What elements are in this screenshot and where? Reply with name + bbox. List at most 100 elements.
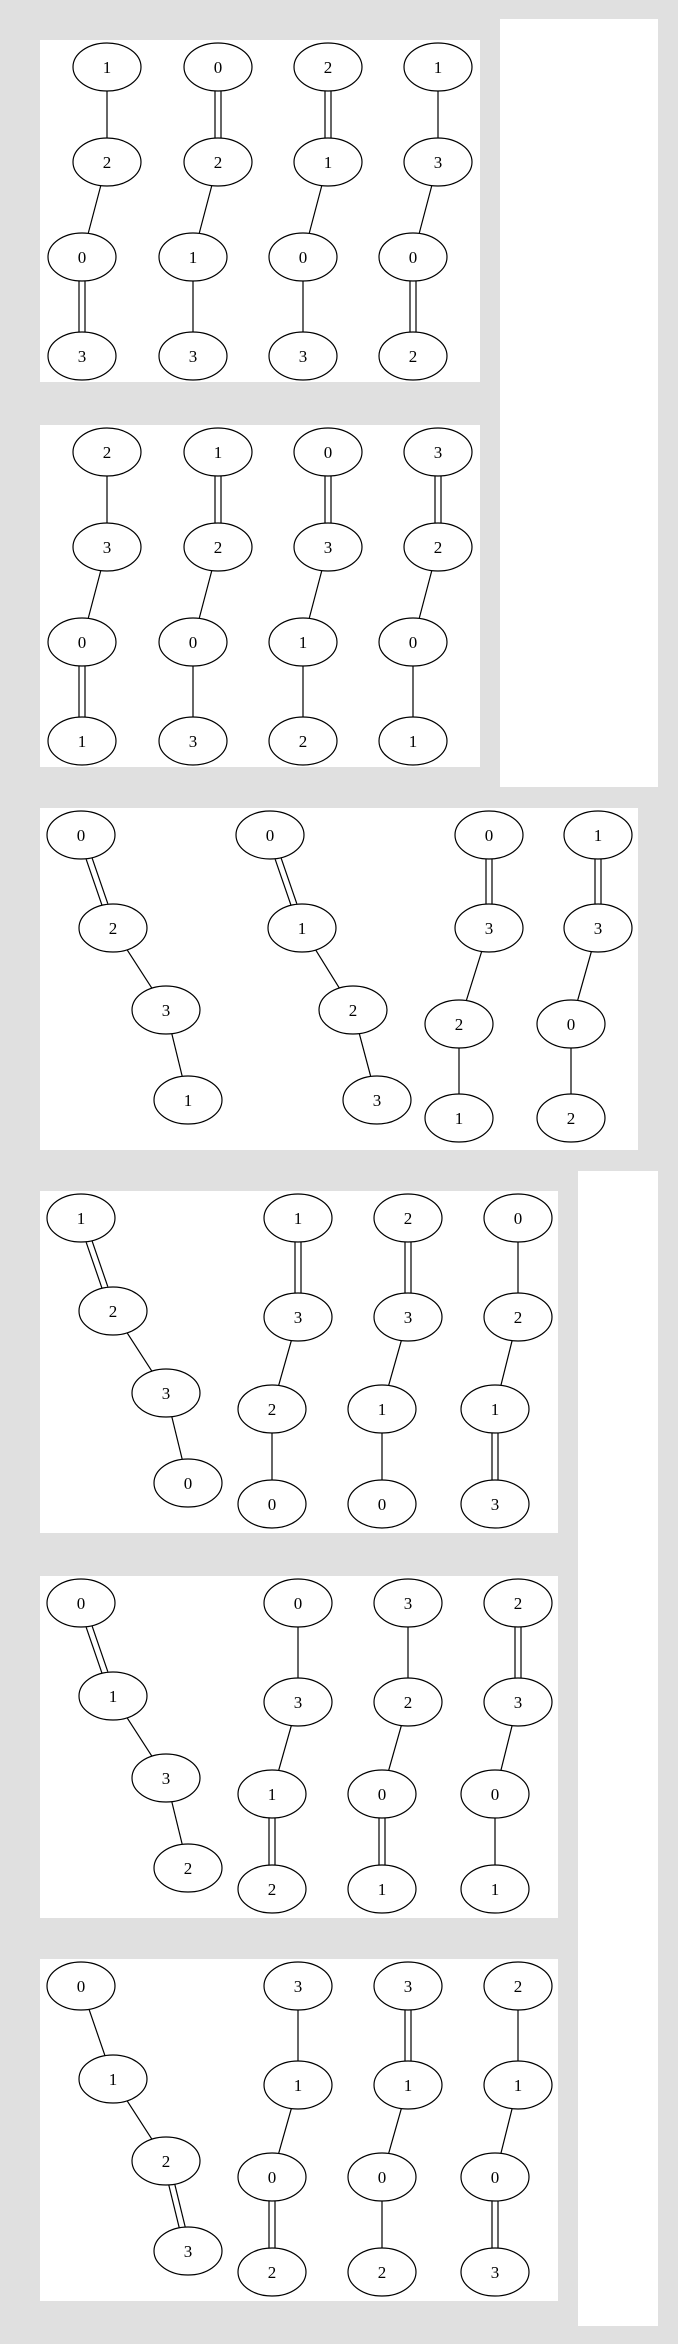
- panel-background: [40, 1959, 558, 2301]
- node-ellipse: [460, 1864, 530, 1914]
- node-label: 0: [485, 826, 494, 845]
- node-ellipse: [153, 2226, 223, 2276]
- node-ellipse: [483, 1193, 553, 1243]
- node-label: 0: [378, 1495, 387, 1514]
- panel-background: [40, 425, 480, 767]
- node-ellipse: [183, 522, 253, 572]
- node-ellipse: [373, 1677, 443, 1727]
- node-label: 2: [162, 2152, 171, 2171]
- node-ellipse: [78, 2054, 148, 2104]
- node-label: 1: [491, 1400, 500, 1419]
- node-label: 2: [109, 919, 118, 938]
- node-label: 2: [409, 347, 418, 366]
- node-label: 1: [78, 732, 87, 751]
- node-label: 1: [77, 1209, 86, 1228]
- node-label: 3: [434, 153, 443, 172]
- node-ellipse: [237, 1864, 307, 1914]
- node-ellipse: [46, 1578, 116, 1628]
- node-label: 1: [103, 58, 112, 77]
- edge-line: [278, 1340, 292, 1386]
- edge-line: [388, 1725, 402, 1771]
- node-label: 1: [214, 443, 223, 462]
- node-ellipse: [563, 810, 633, 860]
- node-label: 0: [409, 248, 418, 267]
- node-ellipse: [47, 716, 117, 766]
- node-ellipse: [263, 1578, 333, 1628]
- node-label: 0: [268, 1495, 277, 1514]
- panel-background: [40, 1191, 558, 1533]
- edge-line: [278, 1725, 292, 1771]
- edge-line: [171, 1801, 183, 1845]
- node-ellipse: [454, 903, 524, 953]
- node-label: 3: [404, 1594, 413, 1613]
- node-label: 0: [567, 1015, 576, 1034]
- node-ellipse: [72, 137, 142, 187]
- node-ellipse: [373, 2060, 443, 2110]
- node-ellipse: [342, 1075, 412, 1125]
- node-label: 3: [294, 1977, 303, 1996]
- node-ellipse: [183, 42, 253, 92]
- node-ellipse: [483, 1677, 553, 1727]
- node-ellipse: [268, 331, 338, 381]
- node-label: 3: [189, 347, 198, 366]
- node-ellipse: [460, 2152, 530, 2202]
- node-label: 0: [77, 1977, 86, 1996]
- node-label: 3: [434, 443, 443, 462]
- node-ellipse: [460, 1769, 530, 1819]
- node-ellipse: [536, 1093, 606, 1143]
- node-label: 1: [378, 1400, 387, 1419]
- node-label: 3: [78, 347, 87, 366]
- node-label: 2: [514, 1308, 523, 1327]
- edge-line: [577, 951, 592, 1001]
- node-label: 1: [109, 2070, 118, 2089]
- node-label: 2: [378, 2263, 387, 2282]
- node-ellipse: [237, 1479, 307, 1529]
- node-label: 2: [404, 1209, 413, 1228]
- node-ellipse: [318, 985, 388, 1035]
- panel-background: [40, 808, 638, 1150]
- node-label: 0: [214, 58, 223, 77]
- node-ellipse: [293, 427, 363, 477]
- node-label: 1: [514, 2076, 523, 2095]
- node-label: 3: [404, 1977, 413, 1996]
- node-label: 3: [594, 919, 603, 938]
- node-ellipse: [483, 1578, 553, 1628]
- node-ellipse: [378, 331, 448, 381]
- node-label: 3: [294, 1308, 303, 1327]
- edge-line: [308, 570, 323, 619]
- edge-line: [388, 2108, 402, 2154]
- node-label: 2: [214, 538, 223, 557]
- node-ellipse: [347, 1864, 417, 1914]
- node-ellipse: [403, 522, 473, 572]
- edge-line: [171, 1416, 183, 1460]
- node-ellipse: [131, 1368, 201, 1418]
- node-label: 0: [378, 2168, 387, 2187]
- edge-line: [500, 2108, 513, 2154]
- node-label: 1: [491, 1880, 500, 1899]
- edge-line: [198, 570, 213, 619]
- edge-line: [278, 2108, 292, 2154]
- node-ellipse: [403, 42, 473, 92]
- node-label: 0: [299, 248, 308, 267]
- node-label: 0: [294, 1594, 303, 1613]
- node-label: 2: [299, 732, 308, 751]
- node-label: 1: [189, 248, 198, 267]
- edge-line: [87, 570, 102, 619]
- node-ellipse: [183, 137, 253, 187]
- node-label: 2: [184, 1859, 193, 1878]
- node-label: 2: [103, 443, 112, 462]
- node-label: 3: [299, 347, 308, 366]
- node-ellipse: [158, 331, 228, 381]
- node-label: 3: [162, 1001, 171, 1020]
- node-label: 3: [491, 1495, 500, 1514]
- node-ellipse: [424, 999, 494, 1049]
- node-label: 3: [514, 1693, 523, 1712]
